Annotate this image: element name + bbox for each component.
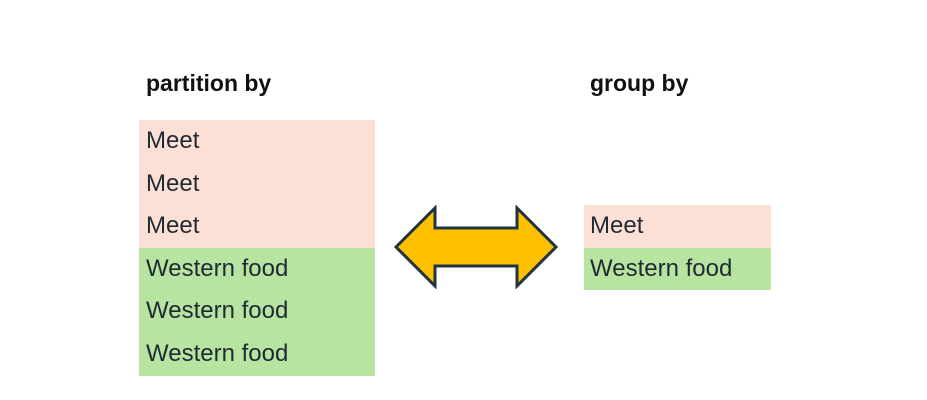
group-row: Western food [584,247,771,291]
partition-row: Meet [139,162,375,206]
partition-row: Western food [139,332,375,376]
group-by-table: Meet Western food [584,205,771,291]
partition-by-table: Meet Meet Meet Western food Western food… [139,120,375,376]
partition-row: Meet [139,120,375,163]
double-arrow-shape [393,205,559,289]
double-arrow-icon [393,205,559,289]
partition-by-heading: partition by [146,70,272,96]
partition-row: Western food [139,247,375,291]
group-row: Meet [584,205,771,248]
partition-row: Meet [139,205,375,248]
partition-row: Western food [139,290,375,333]
group-by-heading: group by [590,70,689,96]
